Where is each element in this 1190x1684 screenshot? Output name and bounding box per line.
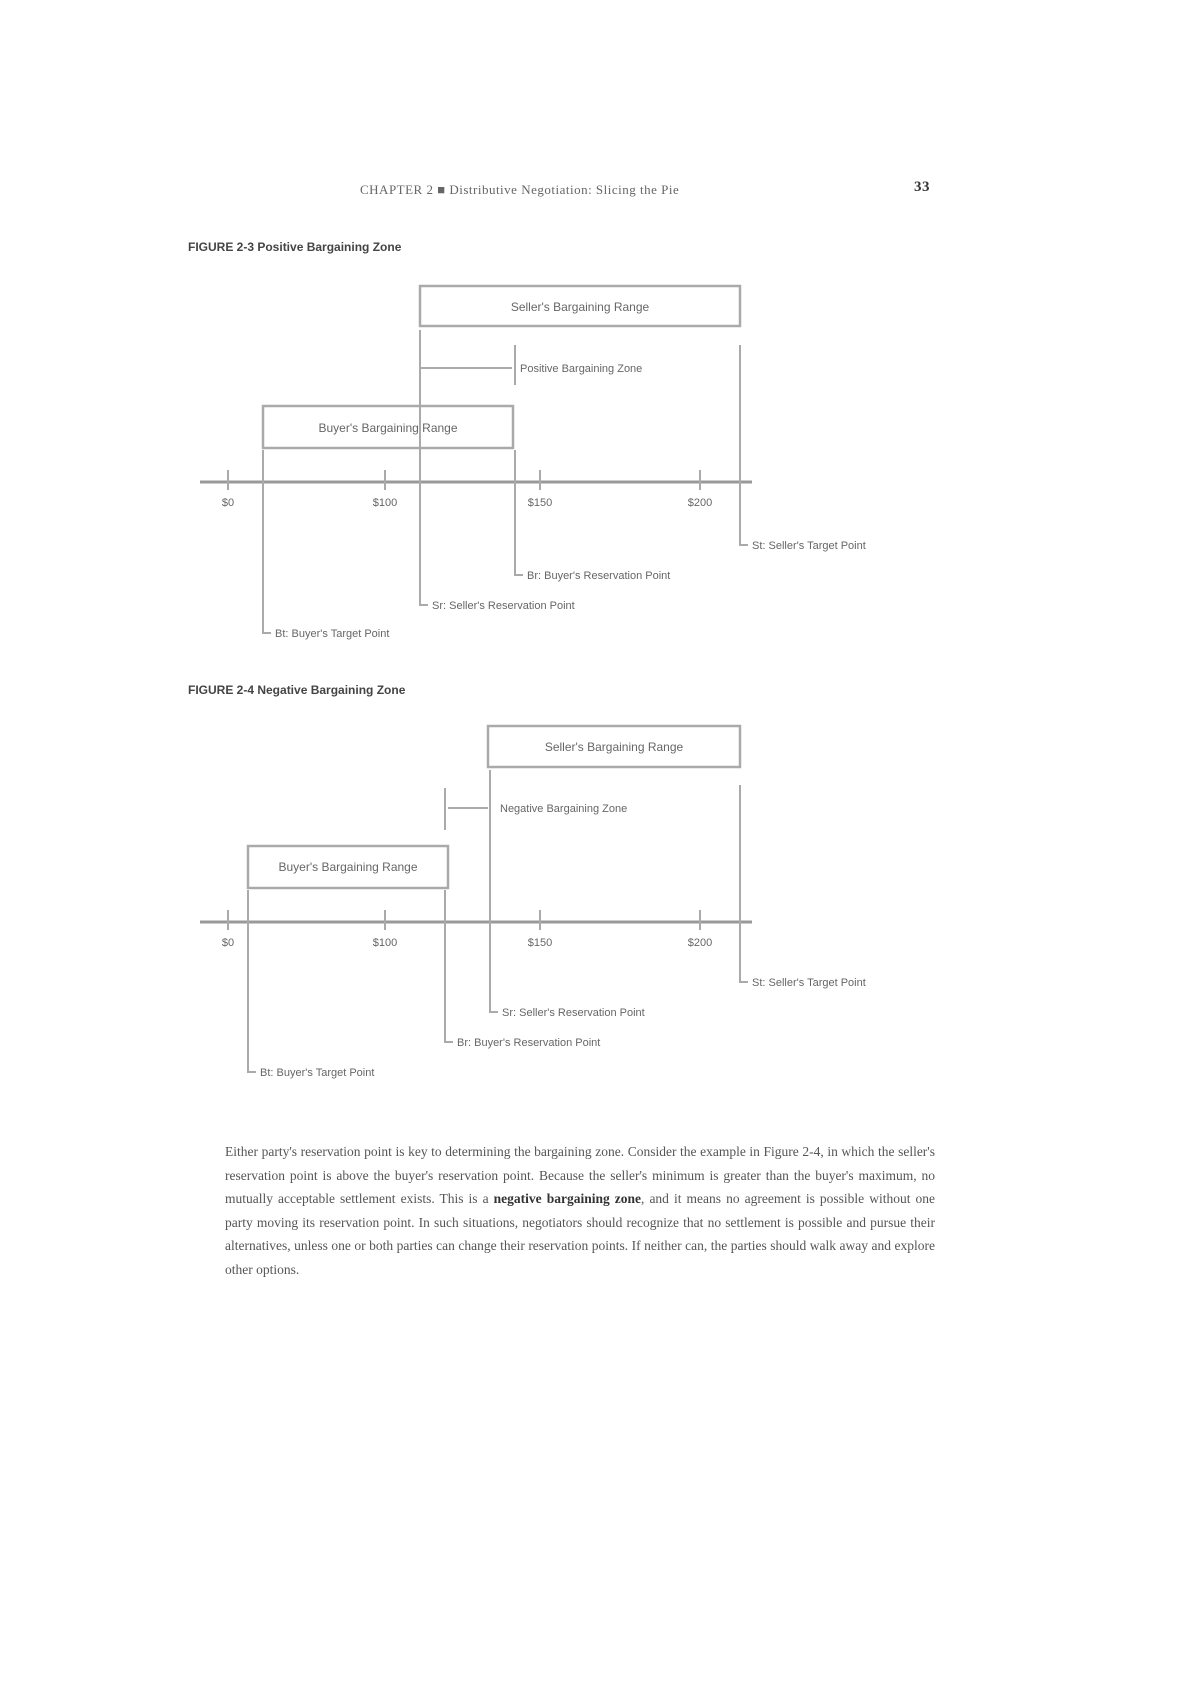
positive-zone-label: Positive Bargaining Zone: [520, 363, 642, 375]
seller-target-label: St: Seller's Target Point: [752, 977, 866, 989]
tick-label: $100: [373, 937, 397, 949]
page-number: 33: [914, 179, 930, 195]
buyer-reservation-label: Br: Buyer's Reservation Point: [457, 1037, 600, 1049]
seller-reservation-label: Sr: Seller's Reservation Point: [502, 1007, 645, 1019]
tick-label: $150: [528, 497, 552, 509]
running-title: CHAPTER 2 ■ Distributive Negotiation: Sl…: [360, 182, 680, 197]
body-text-1: Either party's reservation point is key …: [225, 1144, 935, 1206]
seller-reservation-label: Sr: Seller's Reservation Point: [432, 600, 575, 612]
buyer-range-label: Buyer's Bargaining Range: [318, 421, 457, 435]
seller-target-label: St: Seller's Target Point: [752, 540, 866, 552]
buyer-target-label: Bt: Buyer's Target Point: [260, 1067, 374, 1079]
figure-2-title: FIGURE 2-4 Negative Bargaining Zone: [188, 683, 406, 697]
tick-label: $150: [528, 937, 552, 949]
tick-label: $0: [222, 497, 234, 509]
seller-range-label: Seller's Bargaining Range: [545, 740, 684, 754]
buyer-range-label: Buyer's Bargaining Range: [278, 860, 417, 874]
tick-label: $200: [688, 937, 712, 949]
tick-label: $0: [222, 937, 234, 949]
seller-range-box: [418, 284, 742, 328]
tick-label: $200: [688, 497, 712, 509]
negative-zone-label: Negative Bargaining Zone: [500, 803, 627, 815]
buyer-reservation-label: Br: Buyer's Reservation Point: [527, 570, 670, 582]
figure-1-diagram: Seller's Bargaining Range Positive Barga…: [200, 284, 866, 640]
buyer-range-box: [261, 404, 515, 450]
buyer-range-box: [246, 844, 450, 890]
figure-2-diagram: Seller's Bargaining Range Negative Barga…: [200, 724, 866, 1079]
seller-range-box: [486, 724, 742, 769]
tick-label: $100: [373, 497, 397, 509]
key-term: negative bargaining zone: [493, 1191, 642, 1206]
body-paragraph: Either party's reservation point is key …: [225, 1140, 935, 1281]
body-text-2: , and it means no agreement is possible …: [225, 1191, 936, 1277]
seller-range-label: Seller's Bargaining Range: [511, 300, 650, 314]
figure-1-title: FIGURE 2-3 Positive Bargaining Zone: [188, 240, 402, 254]
buyer-target-label: Bt: Buyer's Target Point: [275, 628, 389, 640]
running-header: CHAPTER 2 ■ Distributive Negotiation: Sl…: [360, 179, 930, 198]
